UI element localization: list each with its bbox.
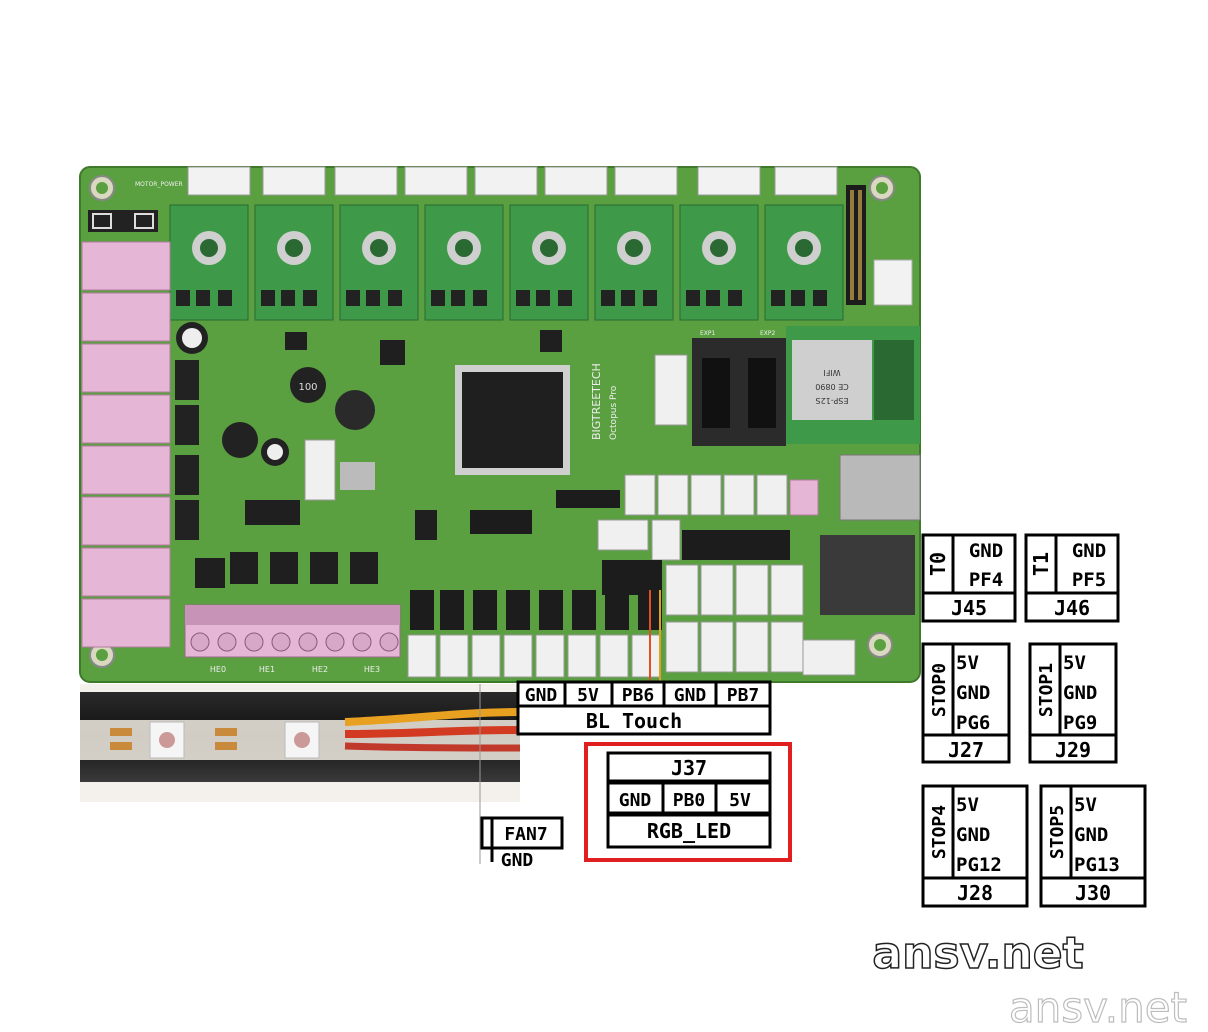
stepper-drivers <box>169 204 844 321</box>
exp1-label: EXP1 <box>700 330 716 337</box>
rgb-connector-name: RGB_LED <box>647 819 731 843</box>
mcu-chip <box>455 365 570 475</box>
jumper-headers <box>410 490 790 630</box>
small-ics <box>195 330 562 588</box>
endstop-pin: PG9 <box>1063 712 1097 734</box>
endstop-name: STOP1 <box>1036 663 1057 717</box>
jst-connectors <box>597 474 856 676</box>
brand-label: BIGTREETECH <box>590 363 603 440</box>
usb-port <box>839 454 921 521</box>
red-wire-2 <box>344 742 521 752</box>
yellow-wire <box>344 708 521 726</box>
rgb-pin: PB0 <box>673 790 706 811</box>
rgb-pin: GND <box>619 790 652 811</box>
bltouch-pin: 5V <box>577 685 599 706</box>
bltouch-pin: PB6 <box>622 685 655 706</box>
bltouch-pin: GND <box>674 685 707 706</box>
wifi-label-3: WIFI <box>823 368 840 377</box>
power-fuse <box>88 210 158 232</box>
endstop-pin: GND <box>956 824 990 846</box>
endstop-name: STOP4 <box>929 805 950 859</box>
endstop-id: J29 <box>1055 738 1091 762</box>
watermark: ansv.net <box>1009 983 1187 1032</box>
wifi-label-1: ESP-12S <box>816 396 849 405</box>
thermistor-pin: GND <box>969 540 1003 562</box>
he2-label: HE2 <box>312 665 328 674</box>
wifi-module: ESP-12S CE 0890 WIFI <box>786 326 920 444</box>
wifi-label-2: CE 0890 <box>815 382 849 391</box>
bltouch-connector: GND 5V PB6 GND PB7 BL Touch <box>516 680 772 736</box>
highlight-box <box>584 742 792 862</box>
endstop-stop1: STOP1 5V GND PG9 J29 <box>1028 642 1118 764</box>
endstop-stop5: STOP5 5V GND PG13 J30 <box>1039 784 1147 908</box>
tft-connector <box>654 354 688 426</box>
power-terminals <box>81 241 171 648</box>
fan7-connector: FAN7 GND <box>480 816 564 871</box>
endstop-pin: 5V <box>956 794 979 816</box>
endstop-name: STOP0 <box>929 663 950 717</box>
bltouch-pin: PB7 <box>727 685 760 706</box>
motor-power-label: MOTOR_POWER <box>135 181 183 188</box>
pink-switch <box>789 479 819 516</box>
rgb-pin: 5V <box>729 790 751 811</box>
endstop-pin: 5V <box>1063 652 1086 674</box>
endstop-stop4: STOP4 5V GND PG12 J28 <box>921 784 1029 908</box>
endstop-pin: GND <box>956 682 990 704</box>
pcb-board: MOTOR_POWER <box>79 166 921 683</box>
exp2-label: EXP2 <box>760 330 776 337</box>
fan7-name: FAN7 <box>504 824 547 845</box>
endstop-pin: PG12 <box>956 854 1002 876</box>
rgb-connector-id: J37 <box>671 756 707 780</box>
rj45-port <box>820 535 915 615</box>
thermistor-name: T1 <box>1029 552 1053 576</box>
endstop-id: J28 <box>957 881 993 905</box>
fuses <box>175 360 199 540</box>
thermistor-name: T0 <box>926 552 950 576</box>
capacitors: 100 <box>176 322 375 466</box>
heater-terminals: HE0 HE1 HE2 HE3 <box>184 604 401 674</box>
fan-connectors <box>407 634 661 678</box>
he3-label: HE3 <box>364 665 380 674</box>
endstop-pin: PG6 <box>956 712 990 734</box>
endstop-pin: PG13 <box>1074 854 1120 876</box>
motor-connectors <box>187 166 838 196</box>
watermark: ansv.net <box>872 928 1083 979</box>
endstop-name: STOP5 <box>1047 805 1068 859</box>
thermistor-pin: GND <box>1072 540 1106 562</box>
he1-label: HE1 <box>259 665 275 674</box>
endstop-stop0: STOP0 5V GND PG6 J27 <box>921 642 1011 764</box>
model-label: Octopus Pro <box>609 385 619 440</box>
inductor-label: 100 <box>298 382 317 393</box>
thermistor-pin: PF5 <box>1072 569 1106 591</box>
endstop-id: J30 <box>1075 881 1111 905</box>
rgb-led-connector: J37 GND PB0 5V RGB_LED <box>584 742 792 862</box>
bltouch-name: BL Touch <box>586 709 682 733</box>
thermistor-id: J45 <box>951 596 987 620</box>
pin-headers-right <box>846 185 913 306</box>
mounting-holes <box>89 175 895 668</box>
led-strip-photo <box>80 684 521 864</box>
endstop-pin: GND <box>1063 682 1097 704</box>
endstop-pin: GND <box>1074 824 1108 846</box>
endstop-pin: 5V <box>956 652 979 674</box>
endstop-pin: 5V <box>1074 794 1097 816</box>
exp-headers: EXP1 EXP2 <box>692 330 786 446</box>
bltouch-pin: GND <box>525 685 558 706</box>
thermistor-id: J46 <box>1054 596 1090 620</box>
thermistor-pin: PF4 <box>969 569 1003 591</box>
red-wire <box>344 726 521 738</box>
fan7-pin: GND <box>501 850 534 871</box>
thermistor-t1: T1 GND PF5 J46 <box>1024 533 1120 623</box>
he0-label: HE0 <box>210 665 226 674</box>
endstop-id: J27 <box>948 738 984 762</box>
thermistor-t0: T0 GND PF4 J45 <box>921 533 1017 623</box>
